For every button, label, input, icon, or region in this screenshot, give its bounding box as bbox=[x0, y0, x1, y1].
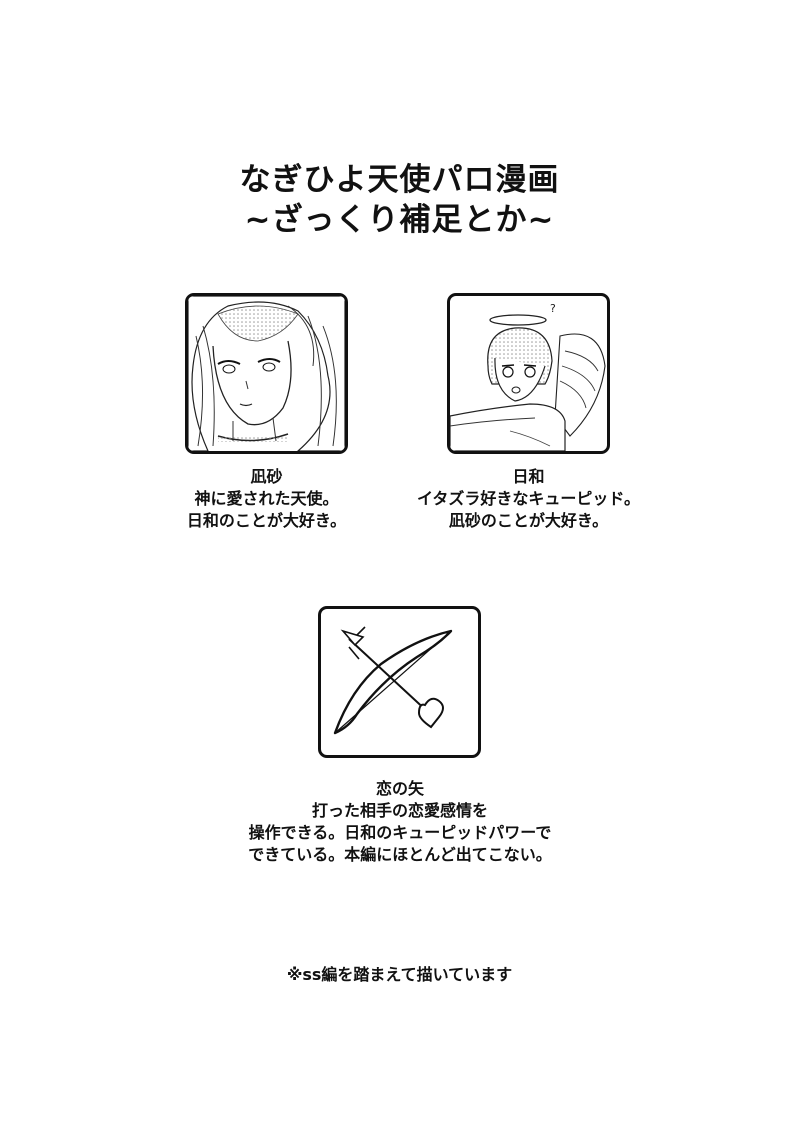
svg-text:?: ? bbox=[550, 302, 556, 315]
hiyori-illustration: ? bbox=[450, 302, 606, 451]
hiyori-portrait-panel: ? bbox=[447, 293, 610, 454]
page-subtitle: ~ざっくり補足とか~ bbox=[244, 202, 555, 238]
arrow-caption: 恋の矢 打った相手の恋愛感情を 操作できる。日和のキューピッドパワーで できてい… bbox=[200, 778, 600, 866]
nagisa-description-line: 日和のことが大好き。 bbox=[186, 511, 347, 530]
nagisa-portrait-panel bbox=[185, 293, 348, 454]
page-title: なぎひよ天使パロ漫画 bbox=[239, 162, 560, 198]
title-block: なぎひよ天使パロ漫画 ~ざっくり補足とか~ bbox=[0, 160, 799, 240]
nagisa-illustration bbox=[188, 296, 345, 451]
arrow-name: 恋の矢 bbox=[375, 779, 424, 798]
nagisa-caption: 凪砂 神に愛された天使。 日和のことが大好き。 bbox=[160, 466, 373, 532]
nagisa-description-line: 神に愛された天使。 bbox=[194, 489, 339, 508]
hiyori-description-line: 凪砂のことが大好き。 bbox=[448, 511, 609, 530]
arrow-description-line: 打った相手の恋愛感情を bbox=[311, 801, 488, 820]
hiyori-name: 日和 bbox=[512, 467, 545, 486]
arrow-description-line: 操作できる。日和のキューピッドパワーで bbox=[248, 823, 552, 842]
hiyori-description-line: イタズラ好きなキューピッド。 bbox=[416, 489, 641, 508]
footnote: ※ss編を踏まえて描いています bbox=[286, 965, 513, 984]
bow-and-arrow-illustration bbox=[333, 626, 453, 735]
nagisa-name: 凪砂 bbox=[250, 467, 283, 486]
arrow-description-line: できている。本編にほとんど出てこない。 bbox=[248, 845, 552, 864]
bow-arrow-panel bbox=[318, 606, 481, 758]
hiyori-caption: 日和 イタズラ好きなキューピッド。 凪砂のことが大好き。 bbox=[396, 466, 661, 532]
